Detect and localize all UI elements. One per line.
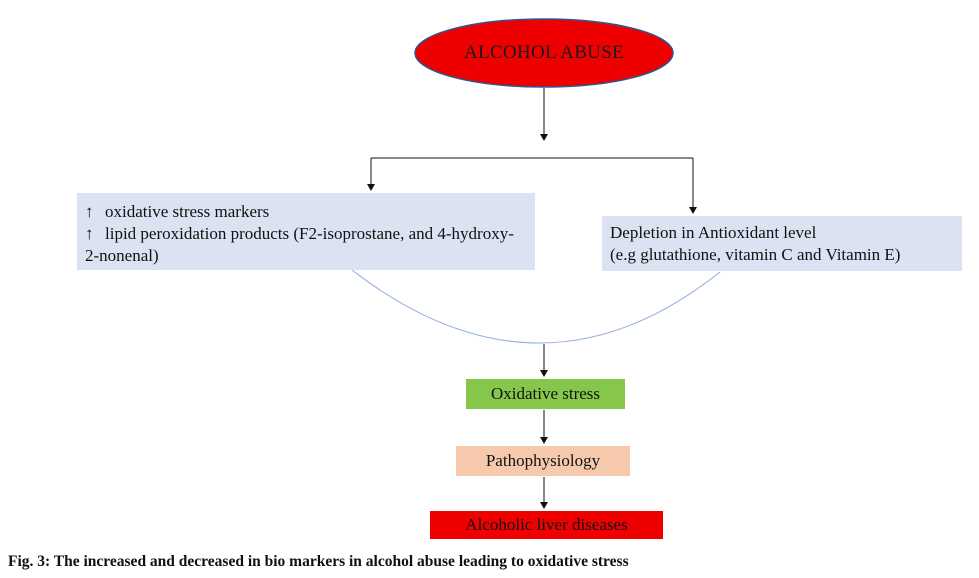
pathophysiology-box: Pathophysiology (456, 446, 630, 476)
oxidative-markers-line: ↑ oxidative stress markers (85, 201, 527, 223)
up-arrow-icon: ↑ (85, 224, 94, 243)
merge-curve (351, 269, 721, 344)
lipid-peroxidation-line: ↑lipid peroxidation products (F2-isopros… (85, 223, 527, 267)
oxidative-markers-text: oxidative stress markers (105, 202, 270, 221)
increased-markers-box: ↑oxidative stress markers ↑lipid peroxid… (77, 193, 535, 270)
lipid-peroxidation-text: lipid peroxidation products (F2-isoprost… (85, 224, 514, 265)
alcohol-abuse-ellipse (414, 18, 674, 88)
oxidative-stress-box: Oxidative stress (466, 379, 625, 409)
figure-caption: Fig. 3: The increased and decreased in b… (8, 553, 629, 570)
antioxidant-depletion-box: Depletion in Antioxidant level (e.g glut… (602, 216, 962, 271)
antioxidant-examples: (e.g glutathione, vitamin C and Vitamin … (610, 245, 901, 264)
antioxidant-depletion-title: Depletion in Antioxidant level (610, 223, 817, 242)
alcohol-abuse-label: ALCOHOL ABUSE (464, 42, 624, 63)
up-arrow-icon: ↑ (85, 202, 94, 221)
alcoholic-liver-diseases-box: Alcoholic liver diseases (430, 511, 663, 539)
